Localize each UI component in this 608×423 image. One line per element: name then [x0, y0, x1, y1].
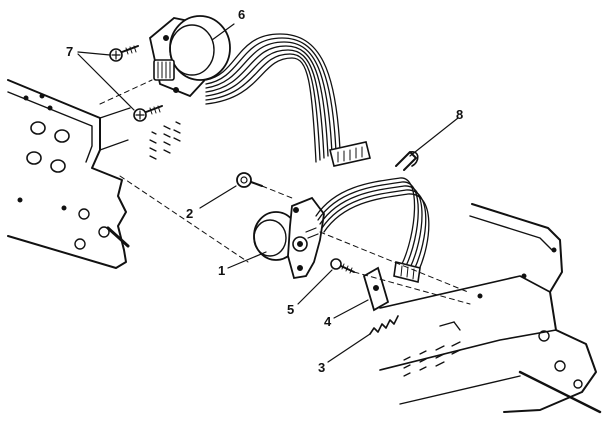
- leader-lines: [77, 23, 459, 363]
- callout-7: 7: [66, 44, 74, 59]
- part-1-motor: [253, 196, 325, 280]
- callout-1: 1: [218, 263, 226, 278]
- part-6-wire-harness: [205, 33, 371, 167]
- callout-2: 2: [186, 206, 194, 221]
- right-frame-bracket: [379, 203, 602, 414]
- part-7-screws: [109, 45, 163, 122]
- callout-8: 8: [456, 107, 464, 122]
- part-6-stepper-motor: [149, 15, 231, 98]
- callout-3: 3: [318, 360, 326, 375]
- callout-5: 5: [287, 302, 295, 317]
- part-8-cable-tie: [395, 151, 419, 171]
- part-1-wire-harness: [315, 177, 430, 283]
- part-3-spring: [369, 315, 399, 335]
- alignment-lines: [99, 79, 471, 305]
- callout-4: 4: [324, 314, 332, 329]
- part-5-screw: [330, 258, 355, 274]
- part-2-nut: [236, 172, 263, 188]
- left-frame-bracket: [7, 79, 181, 269]
- part-4-plate: [362, 266, 390, 312]
- callout-6: 6: [238, 7, 246, 22]
